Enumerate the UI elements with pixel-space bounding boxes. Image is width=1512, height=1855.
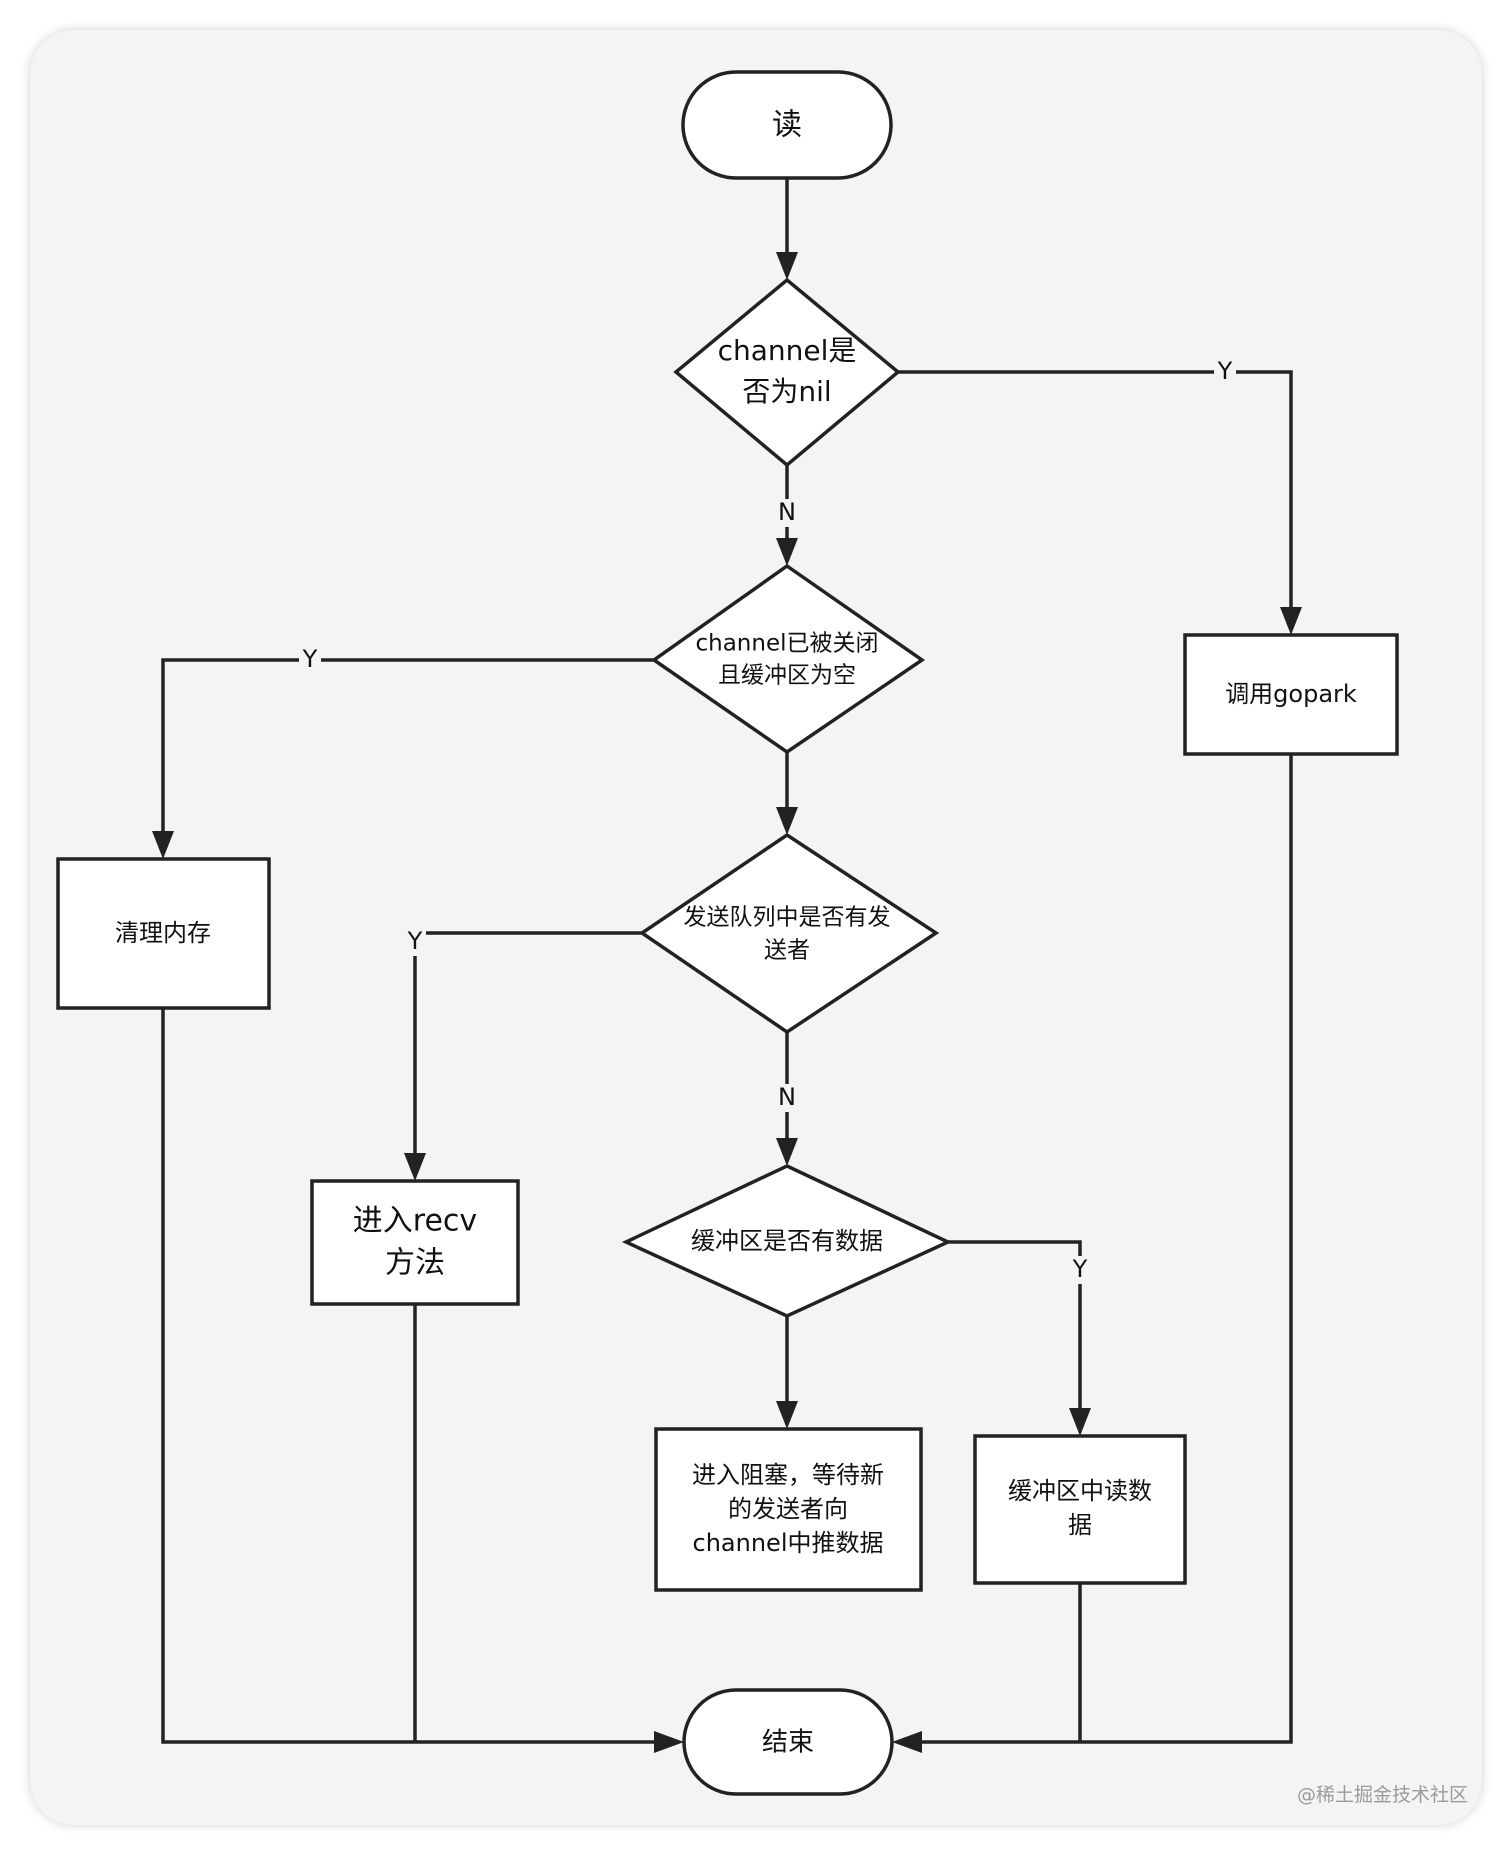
recv-label-line2: 方法	[385, 1246, 445, 1281]
edge-label-buffer-yes: Y	[1072, 1255, 1088, 1283]
sender-check-label-line1: 发送队列中是否有发	[684, 905, 891, 931]
block-label-line1: 进入阻塞，等待新	[692, 1461, 884, 1489]
buffer-check-decision	[621, 1164, 953, 1318]
read-buffer-box	[973, 1434, 1187, 1585]
nil-check-decision	[673, 277, 901, 468]
end-label: 结束	[762, 1728, 814, 1758]
arrow-head	[776, 252, 798, 280]
block-label-line3: channel中推数据	[693, 1529, 884, 1557]
closed-check-decision	[650, 563, 926, 755]
edge-sender-yes	[413, 931, 642, 1158]
arrow-head	[404, 1153, 426, 1181]
gopark-label: 调用gopark	[1225, 680, 1357, 708]
edge-clean-to-end	[161, 1008, 658, 1744]
edge-buffer-yes	[948, 1240, 1082, 1413]
buffer-check-label: 缓冲区是否有数据	[691, 1227, 883, 1255]
arrow-head	[776, 807, 798, 835]
end-node	[682, 1688, 894, 1796]
arrow-head	[152, 831, 174, 859]
start-node	[681, 70, 893, 180]
edge-label-sender-yes: Y	[407, 927, 423, 955]
nil-check-label-line2: 否为nil	[742, 375, 831, 408]
start-label: 读	[772, 108, 802, 143]
arrow-head	[1280, 607, 1302, 635]
read-buffer-label-line1: 缓冲区中读数	[1008, 1477, 1152, 1505]
edge-label-nil-yes: Y	[1217, 357, 1233, 385]
clean-memory-label: 清理内存	[115, 919, 211, 947]
arrow-head	[654, 1731, 684, 1753]
clean-memory-box	[56, 857, 271, 1010]
sender-check-decision	[638, 832, 940, 1035]
arrow-head	[776, 1401, 798, 1429]
gopark-box	[1183, 633, 1399, 756]
closed-check-label-line1: channel已被关闭	[695, 631, 878, 657]
arrow-head	[892, 1731, 922, 1753]
block-label-line2: 的发送者向	[728, 1495, 848, 1523]
recv-box	[310, 1179, 520, 1306]
edge-gopark-to-end	[918, 754, 1293, 1744]
read-buffer-label-line2: 据	[1068, 1511, 1092, 1539]
sender-check-label-line2: 送者	[764, 938, 810, 964]
recv-label-line1: 进入recv	[353, 1204, 477, 1239]
arrow-head	[776, 538, 798, 566]
watermark: @稀土掘金技术社区	[1296, 1784, 1468, 1806]
edge-nil-yes	[898, 370, 1293, 612]
arrow-head	[776, 1138, 798, 1166]
nil-check-label-line1: channel是	[718, 334, 857, 367]
edge-closed-yes	[161, 658, 654, 836]
closed-check-label-line2: 且缓冲区为空	[718, 663, 856, 689]
arrow-head	[1069, 1408, 1091, 1436]
edge-label-nil-no: N	[778, 498, 796, 526]
block-box	[654, 1427, 923, 1592]
edge-label-sender-no: N	[778, 1083, 796, 1111]
edge-label-closed-yes: Y	[302, 645, 318, 673]
